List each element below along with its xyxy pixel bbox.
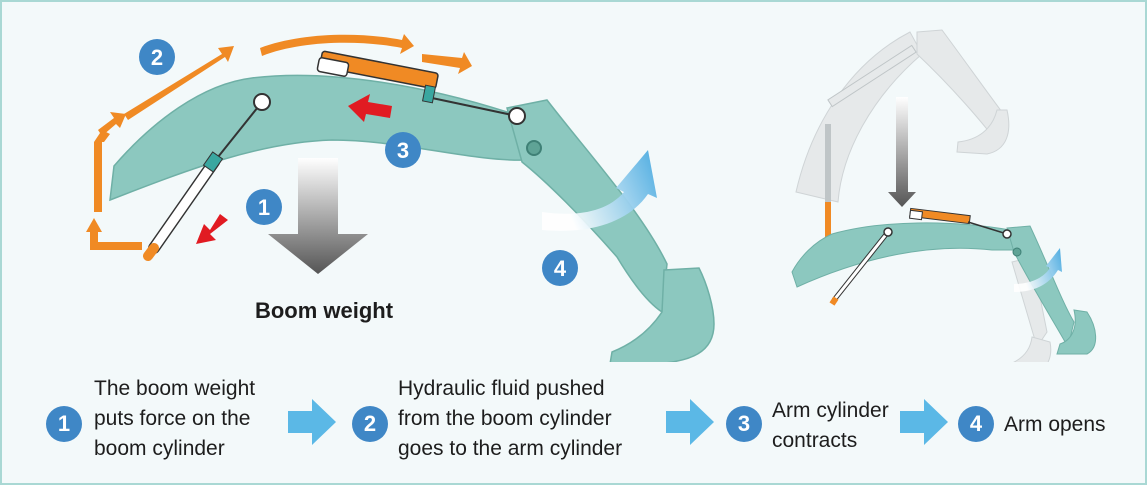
hydraulic-flow-arrows [86, 34, 472, 250]
step-2-text: Hydraulic fluid pushed from the boom cyl… [398, 377, 623, 460]
inset-illustration [791, 29, 1097, 362]
weight-arrow [268, 158, 368, 274]
step-2-badge: 2 [352, 406, 388, 442]
svg-text:3: 3 [397, 138, 409, 163]
diagram-marker-4: 4 [542, 250, 578, 286]
arm-body [506, 99, 668, 314]
step-arrow-3 [900, 399, 948, 445]
arm-pivot [526, 140, 542, 156]
step-1-badge: 1 [46, 406, 82, 442]
svg-text:2: 2 [151, 45, 163, 70]
step-4-text: Arm opens [1004, 413, 1106, 436]
arm-opens-arrow [542, 150, 657, 231]
weight-label: Boom weight [255, 298, 394, 323]
svg-text:1: 1 [258, 195, 270, 220]
svg-text:4: 4 [554, 256, 567, 281]
boom-force-arrow [196, 214, 228, 244]
bucket [609, 267, 715, 362]
diagram-marker-2: 2 [139, 39, 175, 75]
step-1-text: The boom weight puts force on the boom c… [94, 377, 256, 460]
step-3-text: Arm cylinder contracts [772, 399, 889, 452]
diagram-marker-3: 3 [385, 132, 421, 168]
boom-cylinder [143, 93, 271, 261]
step-arrow-1 [288, 399, 336, 445]
step-3-badge: 3 [726, 406, 762, 442]
arm-cylinder-contract-arrow [348, 94, 392, 122]
step-arrow-2 [666, 399, 714, 445]
excavator-diagram: Boom weight 2 3 1 4 [86, 29, 1097, 362]
arm-cylinder [316, 50, 526, 125]
diagram-marker-1: 1 [246, 189, 282, 225]
step-4-badge: 4 [958, 406, 994, 442]
